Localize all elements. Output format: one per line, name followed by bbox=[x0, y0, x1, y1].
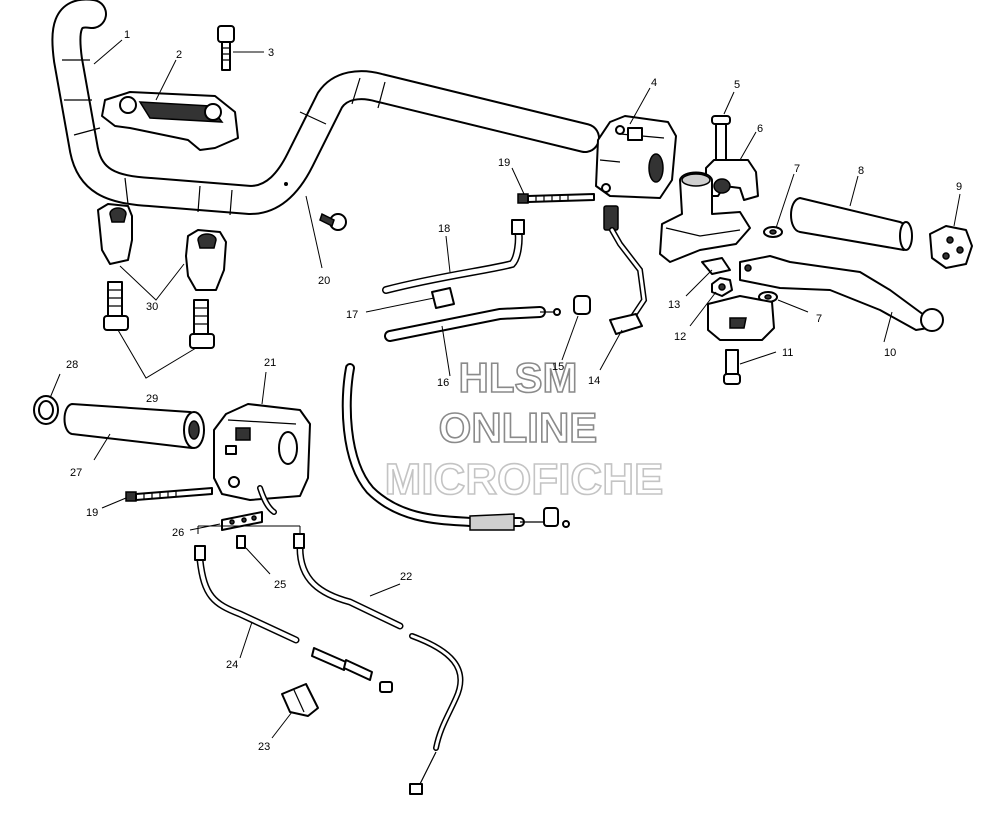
callout-10: 10 bbox=[884, 347, 896, 359]
cable-plate bbox=[221, 511, 263, 531]
cable-boot bbox=[281, 683, 319, 717]
spacer-plate bbox=[701, 257, 731, 275]
callout-30: 30 bbox=[146, 301, 158, 313]
callout-5: 5 bbox=[734, 79, 740, 91]
callout-2: 2 bbox=[176, 49, 182, 61]
callout-9: 9 bbox=[956, 181, 962, 193]
master-cylinder bbox=[659, 159, 759, 263]
brake-lever bbox=[739, 255, 944, 332]
callout-7-upper: 7 bbox=[794, 163, 800, 175]
watermark: HLSM ONLINE MICROFICHE bbox=[384, 353, 664, 505]
callout-12: 12 bbox=[674, 331, 686, 343]
callout-24: 24 bbox=[226, 659, 238, 671]
callout-4: 4 bbox=[651, 77, 657, 89]
callout-14: 14 bbox=[588, 375, 600, 387]
cable-clip bbox=[319, 212, 347, 231]
callout-28: 28 bbox=[66, 359, 78, 371]
watermark-line-2: ONLINE bbox=[439, 404, 598, 451]
plate-screw bbox=[236, 535, 246, 549]
grip-ring bbox=[33, 395, 59, 425]
callout-20: 20 bbox=[318, 275, 330, 287]
callout-18: 18 bbox=[438, 223, 450, 235]
callout-21: 21 bbox=[264, 357, 276, 369]
callout-25: 25 bbox=[274, 579, 286, 591]
callout-19-right: 19 bbox=[498, 157, 510, 169]
left-switch-housing bbox=[213, 403, 311, 515]
callout-1: 1 bbox=[124, 29, 130, 41]
choke-cable bbox=[293, 533, 404, 630]
callouts: 1 2 3 4 5 6 7 7 8 9 10 11 12 13 14 15 16… bbox=[66, 29, 962, 753]
cable-end-cap bbox=[573, 295, 591, 315]
callout-27: 27 bbox=[70, 467, 82, 479]
callout-8: 8 bbox=[858, 165, 864, 177]
watermark-line-1: HLSM bbox=[459, 354, 578, 401]
handlebar-upper-clamp bbox=[101, 91, 239, 151]
callout-16: 16 bbox=[437, 377, 449, 389]
bar-end-plug bbox=[929, 225, 973, 269]
watermark-line-3: MICROFICHE bbox=[385, 455, 664, 504]
throttle-cable bbox=[382, 219, 525, 294]
callout-22: 22 bbox=[400, 571, 412, 583]
cable-lower-run bbox=[409, 633, 464, 795]
left-grip bbox=[63, 403, 205, 449]
callout-19-left: 19 bbox=[86, 507, 98, 519]
lever-clamp bbox=[707, 295, 775, 341]
callout-7-lower: 7 bbox=[816, 313, 822, 325]
right-grip bbox=[790, 197, 913, 251]
clamp-screw bbox=[723, 349, 741, 385]
pivot-bolt bbox=[711, 115, 731, 161]
callout-17: 17 bbox=[346, 309, 358, 321]
riser-bolt bbox=[103, 281, 215, 349]
callout-13: 13 bbox=[668, 299, 680, 311]
leader-lines bbox=[49, 39, 961, 739]
callout-11: 11 bbox=[782, 347, 793, 359]
callout-15: 15 bbox=[552, 361, 564, 373]
washer bbox=[758, 226, 783, 303]
callout-26: 26 bbox=[172, 527, 184, 539]
callout-6: 6 bbox=[757, 123, 763, 135]
callout-3: 3 bbox=[268, 47, 274, 59]
switch-screw bbox=[517, 193, 595, 204]
cable-adjuster bbox=[311, 647, 393, 693]
throttle-cable-lower bbox=[194, 545, 300, 644]
clamp-bolt bbox=[217, 25, 235, 71]
right-switch-housing bbox=[595, 115, 677, 199]
lock-nut bbox=[711, 277, 733, 297]
brake-cable bbox=[384, 306, 561, 342]
clutch-cable bbox=[341, 363, 570, 531]
handlebar bbox=[51, 0, 600, 216]
handlebar-riser bbox=[97, 203, 227, 291]
brake-light-switch bbox=[603, 205, 648, 335]
callout-29: 29 bbox=[146, 393, 158, 405]
callout-23: 23 bbox=[258, 741, 270, 753]
switch-screw bbox=[125, 487, 213, 502]
cable-sleeve bbox=[431, 287, 455, 309]
